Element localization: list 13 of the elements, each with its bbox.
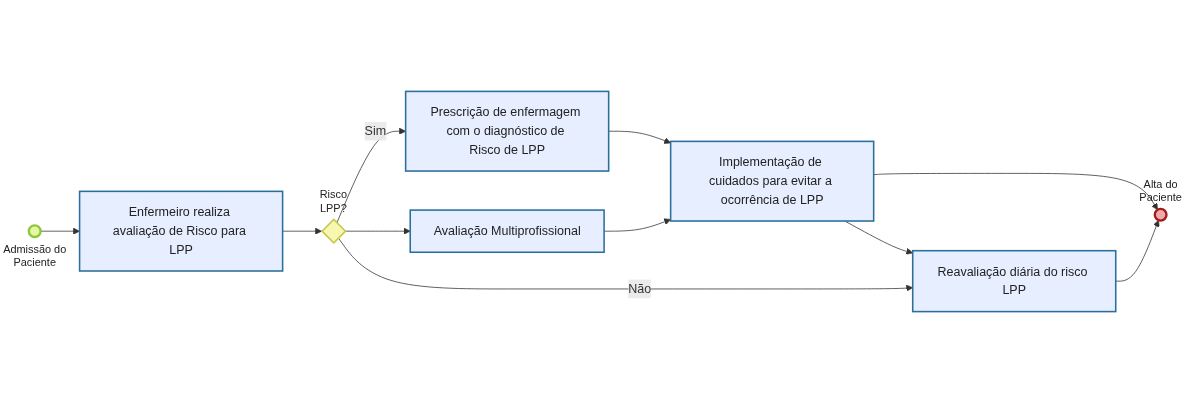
node-circle <box>27 224 42 239</box>
node-caption: Risco LPP? <box>319 188 348 214</box>
node-circle <box>1153 207 1168 222</box>
edge-label: Não <box>628 281 652 296</box>
node-caption: Admissão do Paciente <box>3 242 67 268</box>
node-box: Reavaliação diária do risco LPP <box>911 249 1117 313</box>
edge-label: Sim <box>364 124 387 138</box>
node-box: Implementação de cuidados para evitar a ocorrência de LPP <box>669 140 875 222</box>
node-caption: Alta do Paciente <box>1139 177 1182 204</box>
node-box: Enfermeiro realiza avaliação de Risco para LPP <box>78 190 284 272</box>
node-diamond <box>320 218 347 244</box>
node-box: Prescrição de enfermagem com o diagnóstico de Risco de LPP <box>404 90 610 172</box>
node-box: Avaliação Multiprofissional <box>409 209 605 254</box>
